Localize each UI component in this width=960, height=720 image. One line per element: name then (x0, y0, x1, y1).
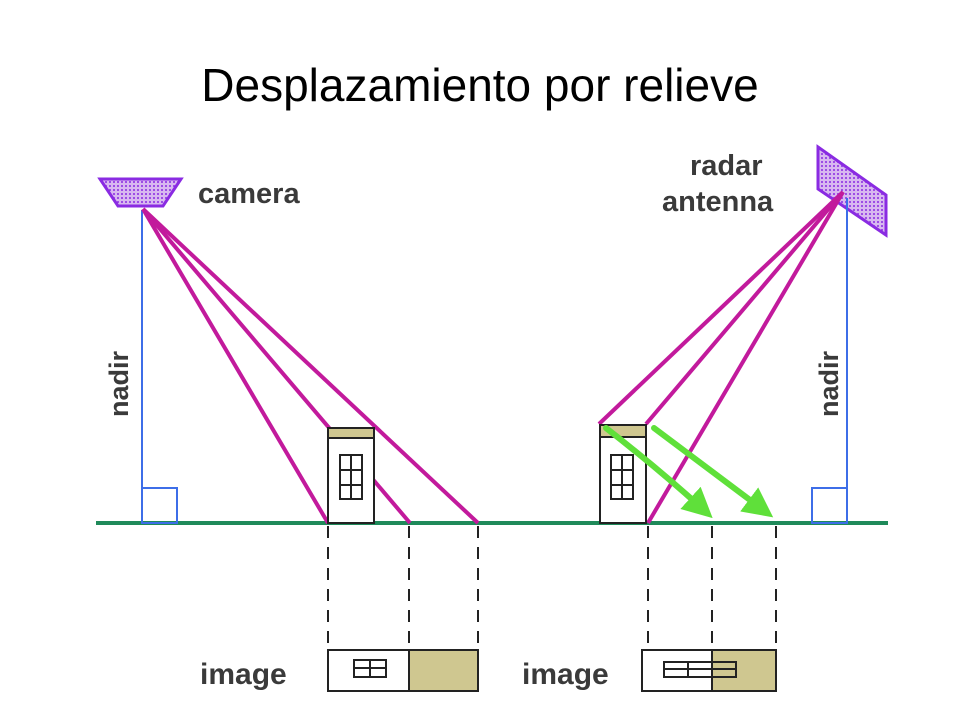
camera-label: camera (198, 178, 300, 210)
building-window-left (339, 454, 363, 500)
building-left (327, 427, 375, 524)
right-angle-marker-right (811, 487, 848, 524)
radar-ray-2 (644, 190, 845, 426)
building-roof-left (327, 427, 375, 439)
radar-ray-1 (597, 190, 845, 426)
right-angle-marker-left (141, 487, 178, 524)
projection-lines-left (327, 526, 479, 648)
camera-rays (141, 207, 480, 525)
image-roof-right (711, 649, 777, 692)
camera-ray-3 (141, 207, 480, 525)
camera-ray-1 (141, 207, 330, 525)
building-window-right (610, 454, 634, 500)
image-label-left: image (200, 658, 287, 691)
page-title: Desplazamiento por relieve (201, 59, 759, 111)
radar-label-line1: radar (690, 150, 763, 182)
image-window-left (353, 659, 387, 678)
image-window-right (663, 661, 737, 678)
image-strip-left (327, 649, 479, 692)
nadir-label-left: nadir (104, 350, 134, 417)
camera-icon (97, 177, 184, 208)
radar-rays (597, 190, 845, 525)
radar-antenna-icon (816, 144, 888, 238)
displacement-arrow-2 (651, 425, 774, 518)
nadir-label-right: nadir (814, 350, 844, 417)
displacement-arrow-1 (603, 425, 713, 519)
image-label-right: image (522, 658, 609, 691)
displacement-arrows (603, 425, 774, 519)
image-strip-right (641, 649, 777, 692)
radar-label-line2: antenna (662, 186, 774, 218)
image-roof-left (408, 649, 479, 692)
projection-lines-right (647, 526, 777, 648)
radar-ray-3 (646, 190, 845, 525)
